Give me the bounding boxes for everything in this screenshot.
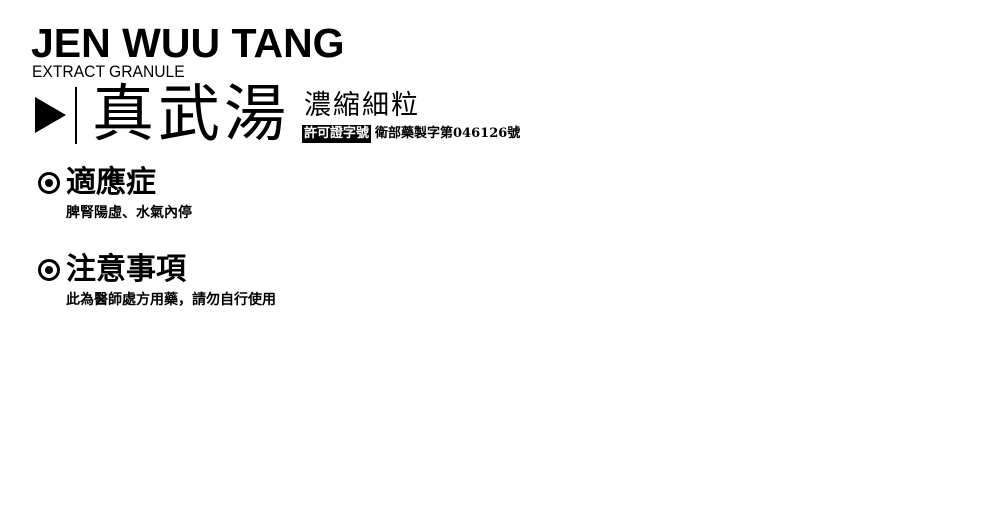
precautions-heading: 注意事項 bbox=[38, 252, 276, 288]
indications-text: 脾腎陽虛、水氣內停 bbox=[66, 205, 192, 221]
precautions-section: 注意事項 此為醫師處方用藥，請勿自行使用 bbox=[38, 252, 276, 310]
target-circle-icon bbox=[38, 259, 60, 281]
brand-subtitle: EXTRACT GRANULE bbox=[32, 62, 185, 81]
product-type: 濃縮細粒 bbox=[304, 90, 420, 121]
precautions-title: 注意事項 bbox=[66, 252, 186, 287]
vertical-divider bbox=[75, 87, 77, 144]
license-row: 許可證字號 衛部藥製字第046126號 bbox=[302, 124, 520, 144]
license-number: 衛部藥製字第046126號 bbox=[375, 126, 521, 141]
indications-heading: 適應症 bbox=[38, 165, 192, 201]
target-circle-icon bbox=[38, 172, 60, 194]
product-name: 真武湯 bbox=[92, 77, 291, 150]
brand-title: JEN WUU TANG bbox=[31, 20, 345, 66]
arrow-right-icon bbox=[35, 97, 66, 133]
indications-section: 適應症 脾腎陽虛、水氣內停 bbox=[38, 165, 192, 223]
license-label: 許可證字號 bbox=[302, 125, 372, 143]
indications-title: 適應症 bbox=[66, 165, 156, 200]
precautions-text: 此為醫師處方用藥，請勿自行使用 bbox=[66, 292, 276, 308]
